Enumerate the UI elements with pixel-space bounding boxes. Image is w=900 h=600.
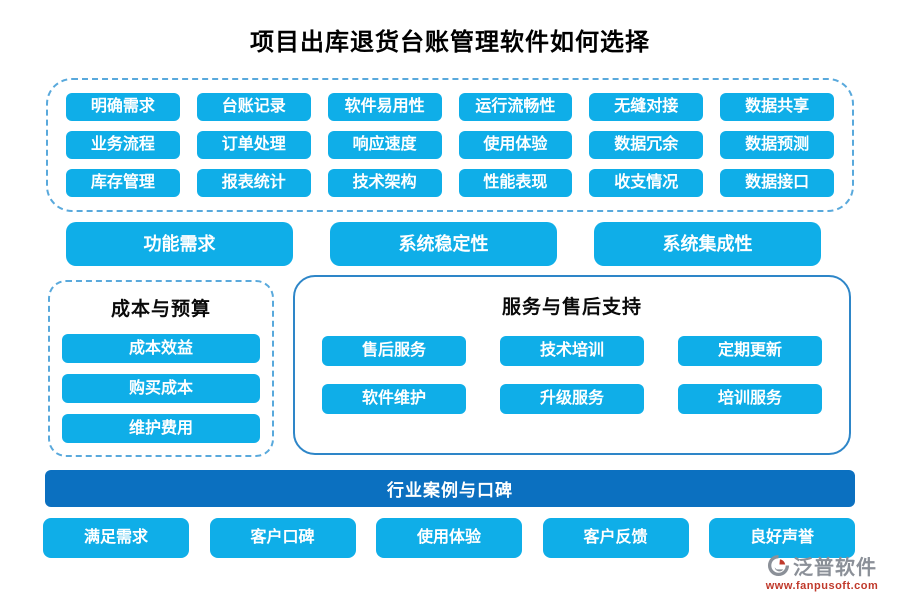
service-item-button[interactable]: 培训服务 — [678, 384, 822, 414]
criteria-button[interactable]: 数据共享 — [720, 93, 834, 121]
service-grid: 售后服务 技术培训 定期更新 软件维护 升级服务 培训服务 — [295, 336, 849, 414]
cost-budget-box: 成本与预算 成本效益 购买成本 维护费用 — [48, 280, 274, 457]
category-button-integration[interactable]: 系统集成性 — [594, 222, 821, 266]
criteria-button[interactable]: 运行流畅性 — [458, 93, 573, 121]
criteria-button[interactable]: 报表统计 — [196, 169, 311, 197]
vendor-logo: 泛普软件 www.fanpusoft.com — [750, 551, 894, 592]
reputation-button[interactable]: 满足需求 — [43, 518, 189, 558]
service-item-button[interactable]: 售后服务 — [322, 336, 466, 366]
criteria-button[interactable]: 数据预测 — [720, 131, 834, 159]
reputation-button[interactable]: 客户口碑 — [209, 518, 356, 558]
fanpu-logo-text: 泛普软件 — [793, 557, 877, 579]
cost-budget-title: 成本与预算 — [110, 299, 211, 320]
criteria-button[interactable]: 收支情况 — [589, 169, 704, 197]
reputation-button[interactable]: 使用体验 — [376, 518, 522, 558]
cost-item-button[interactable]: 购买成本 — [62, 374, 260, 403]
criteria-button[interactable]: 数据冗余 — [589, 131, 704, 159]
reputation-row: 满足需求 客户口碑 使用体验 客户反馈 良好声誉 — [43, 518, 855, 558]
service-support-box: 服务与售后支持 售后服务 技术培训 定期更新 软件维护 升级服务 培训服务 — [293, 275, 851, 455]
criteria-button[interactable]: 订单处理 — [196, 131, 311, 159]
criteria-button[interactable]: 软件易用性 — [327, 93, 442, 121]
criteria-button[interactable]: 使用体验 — [458, 131, 573, 159]
service-item-button[interactable]: 软件维护 — [322, 384, 466, 414]
category-button-function[interactable]: 功能需求 — [66, 222, 293, 266]
cost-item-button[interactable]: 成本效益 — [62, 334, 260, 363]
reputation-button[interactable]: 客户反馈 — [542, 518, 689, 558]
criteria-container: 明确需求 台账记录 软件易用性 运行流畅性 无缝对接 数据共享 业务流程 订单处… — [46, 78, 854, 212]
criteria-button[interactable]: 性能表现 — [458, 169, 573, 197]
category-button-stability[interactable]: 系统稳定性 — [330, 222, 557, 266]
criteria-button[interactable]: 业务流程 — [66, 131, 180, 159]
criteria-button[interactable]: 明确需求 — [66, 93, 180, 121]
service-support-title: 服务与售后支持 — [501, 297, 642, 318]
service-item-button[interactable]: 升级服务 — [500, 384, 644, 414]
industry-reputation-bar[interactable]: 行业案例与口碑 — [45, 470, 855, 507]
category-row: 功能需求 系统稳定性 系统集成性 — [66, 222, 821, 266]
criteria-button[interactable]: 台账记录 — [196, 93, 311, 121]
criteria-button[interactable]: 技术架构 — [327, 169, 442, 197]
criteria-button[interactable]: 数据接口 — [720, 169, 834, 197]
reputation-button[interactable]: 良好声誉 — [709, 518, 855, 558]
cost-item-button[interactable]: 维护费用 — [62, 414, 260, 443]
criteria-button[interactable]: 无缝对接 — [589, 93, 704, 121]
fanpu-logo-icon — [767, 554, 790, 577]
service-item-button[interactable]: 技术培训 — [500, 336, 644, 366]
fanpu-logo-url: www.fanpusoft.com — [765, 580, 879, 592]
criteria-button[interactable]: 响应速度 — [327, 131, 442, 159]
service-item-button[interactable]: 定期更新 — [678, 336, 822, 366]
page-title: 项目出库退货台账管理软件如何选择 — [250, 30, 650, 56]
criteria-button[interactable]: 库存管理 — [66, 169, 180, 197]
